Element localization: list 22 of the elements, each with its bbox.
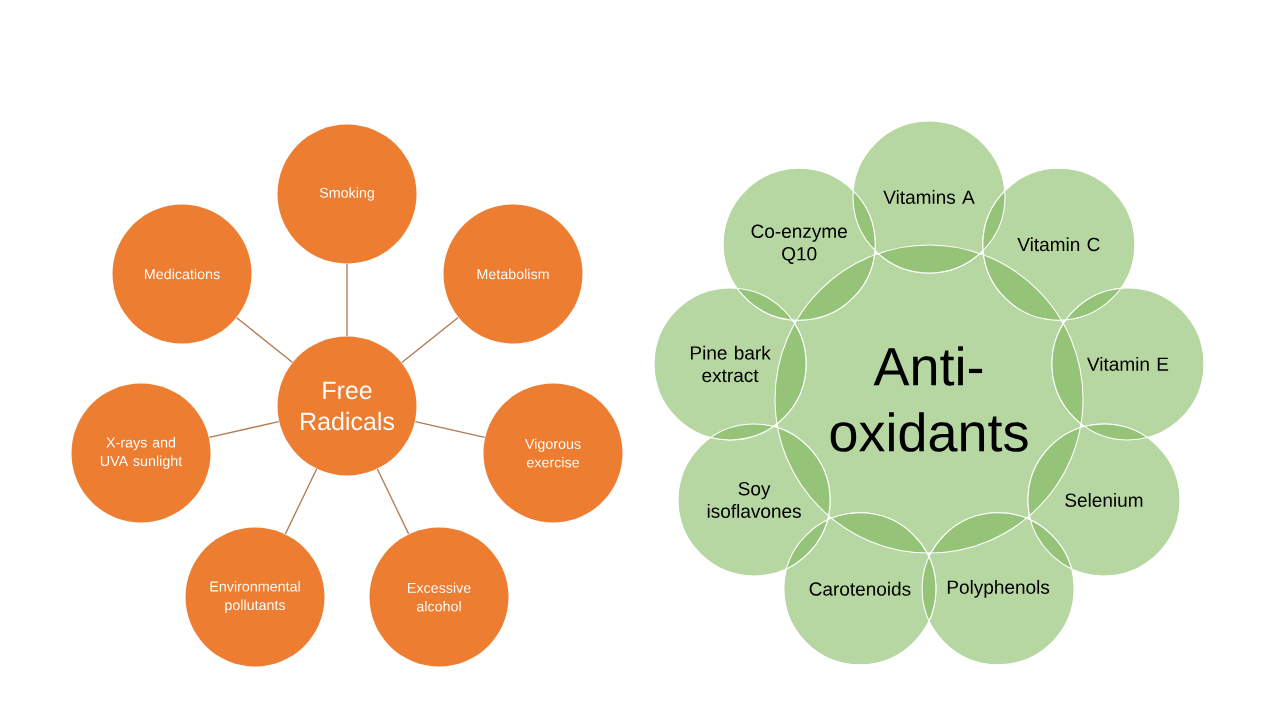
- circle-node: Environmental pollutants: [185, 527, 325, 667]
- connector-line: [208, 420, 280, 439]
- connector-line: [414, 420, 486, 439]
- circle-node: Medications: [112, 204, 252, 344]
- circle-node: X-rays and UVA sunlight: [71, 383, 211, 523]
- circle-node: Co-enzyme Q10: [722, 167, 876, 321]
- connector-line: [236, 317, 293, 363]
- node-label: Polyphenols: [947, 579, 1050, 598]
- node-label: Co-enzyme: [751, 224, 847, 242]
- node-label: Pine bark extract: [690, 345, 771, 383]
- node-label: Soy: [738, 482, 771, 500]
- connector-line: [401, 316, 459, 364]
- node-label: Carotenoids: [809, 581, 911, 596]
- connector-line: [284, 468, 318, 535]
- circle-node: Smoking: [277, 124, 417, 264]
- connector-line: [376, 468, 410, 535]
- circle-node: Excessive alcohol: [369, 527, 509, 667]
- circle-node: Vigorous exercise: [483, 383, 623, 523]
- node-label: Vitamins A: [883, 190, 975, 204]
- node-label: Vitamin E: [1087, 356, 1169, 371]
- connector-line: [346, 263, 348, 337]
- circle-node: Metabolism: [443, 204, 583, 344]
